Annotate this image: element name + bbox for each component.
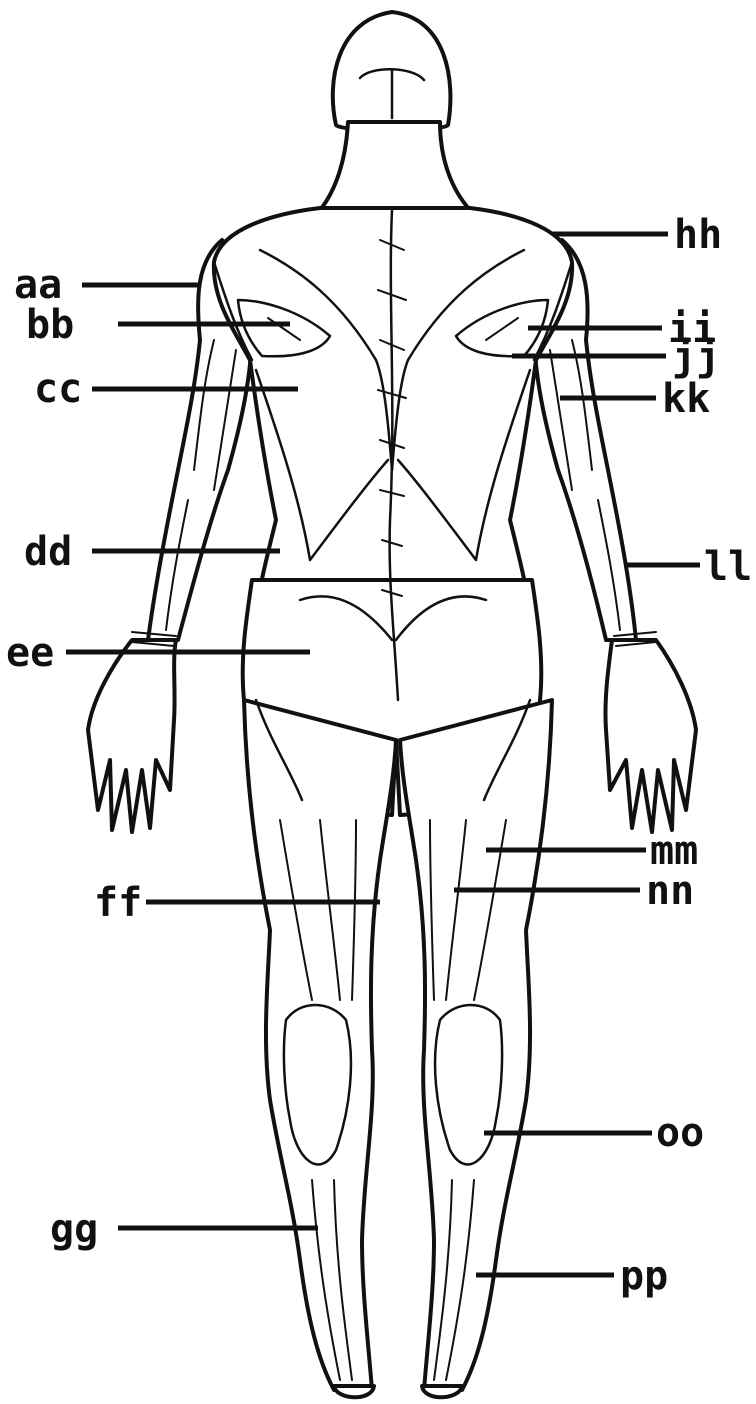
label-nn: nn — [646, 868, 694, 914]
right-hand — [605, 640, 696, 832]
label-pp: pp — [620, 1253, 668, 1299]
left-leg — [244, 700, 396, 1390]
label-bb: bb — [26, 302, 74, 348]
left-hand — [88, 640, 176, 832]
label-jj: jj — [672, 334, 720, 380]
label-oo: oo — [656, 1110, 704, 1156]
label-gg: gg — [50, 1206, 98, 1252]
label-dd: dd — [24, 529, 72, 575]
right-leg — [400, 700, 552, 1390]
neck — [320, 122, 470, 210]
label-ll: ll — [704, 544, 752, 590]
label-cc: cc — [34, 366, 82, 412]
label-kk: kk — [662, 376, 710, 422]
body-figure — [88, 12, 696, 1397]
label-ff: ff — [94, 880, 142, 926]
label-ee: ee — [6, 630, 54, 676]
label-hh: hh — [674, 212, 722, 258]
